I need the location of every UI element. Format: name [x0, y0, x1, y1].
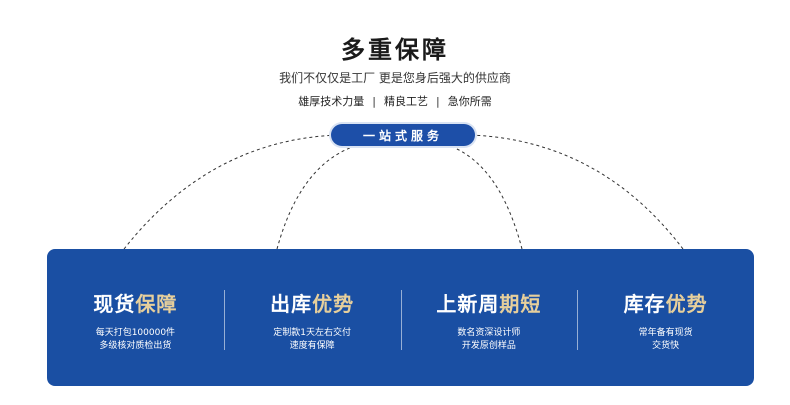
connector-arc-inner	[449, 145, 523, 250]
card-description: 定制款1天左右交付 速度有保障	[273, 328, 351, 351]
card-description: 常年备有现货 交货快	[638, 328, 693, 351]
feature-item: 精良工艺	[384, 95, 428, 108]
card-stock-guarantee: 现货保障 每天打包100000件 多级核对质检出货	[47, 249, 224, 386]
card-inventory-advantage: 库存优势 常年备有现货 交货快	[577, 249, 754, 386]
card-title: 库存优势	[623, 292, 708, 316]
service-pill: 一站式服务	[331, 124, 475, 146]
connector-arc-outer	[123, 134, 339, 250]
connector-arc-outer	[469, 134, 684, 250]
guarantee-panel: 现货保障 每天打包100000件 多级核对质检出货 出库优势 定制款1天左右交付…	[47, 249, 754, 386]
feature-list: 雄厚技术力量 | 精良工艺 | 急你所需	[0, 93, 790, 109]
card-new-cycle: 上新周期短 数名资深设计师 开发原创样品	[400, 249, 578, 386]
page-title: 多重保障	[341, 36, 449, 64]
feature-item: 雄厚技术力量	[298, 95, 365, 108]
card-title: 出库优势	[270, 292, 355, 316]
card-description: 数名资深设计师 开发原创样品	[457, 328, 521, 351]
card-title: 上新周期短	[436, 292, 542, 316]
card-description: 每天打包100000件 多级核对质检出货	[95, 328, 176, 351]
connector-arc-inner	[276, 145, 356, 250]
separator: |	[372, 94, 376, 108]
card-shipping-advantage: 出库优势 定制款1天左右交付 速度有保障	[223, 249, 401, 386]
card-title: 现货保障	[93, 292, 178, 316]
feature-item: 急你所需	[447, 95, 492, 108]
page-subtitle: 我们不仅仅是工厂 更是您身后强大的供应商	[279, 71, 511, 85]
separator: |	[436, 94, 440, 108]
